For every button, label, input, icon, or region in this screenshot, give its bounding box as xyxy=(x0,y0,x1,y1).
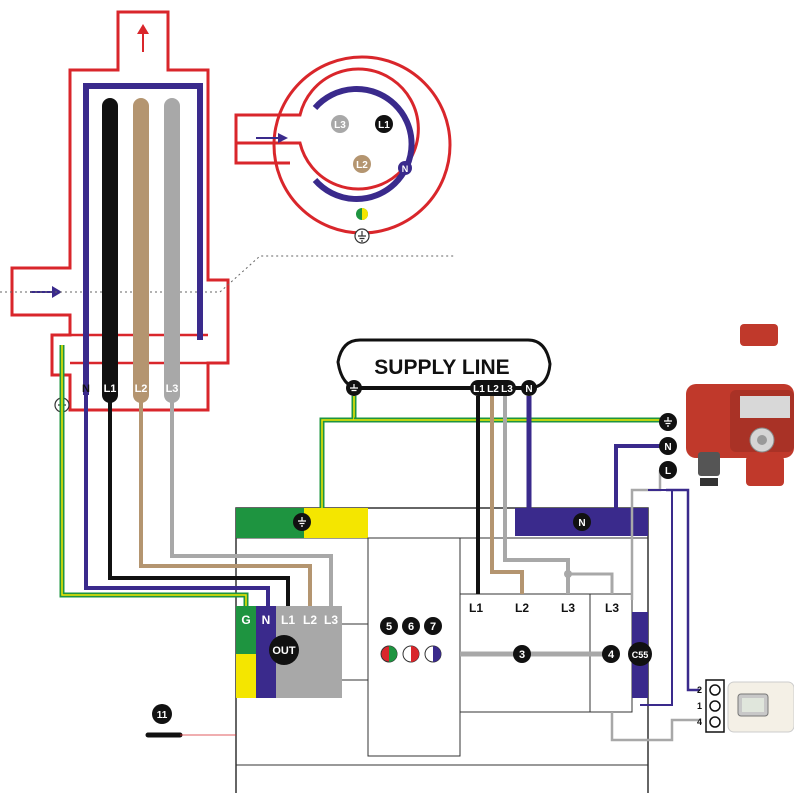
sensor-terminal-4: 4 xyxy=(697,717,702,727)
supply-line: SUPPLY LINE L1 L2 L3 N xyxy=(336,338,552,396)
heater-l1-label: L1 xyxy=(104,383,117,395)
heater-n-label: N xyxy=(82,383,90,395)
out-n-label: N xyxy=(262,613,271,627)
relay-indicator-icons xyxy=(380,645,442,663)
in-l2-label: L2 xyxy=(515,601,529,615)
supply-l1-label: L1 xyxy=(473,384,485,395)
head-l1-label: L1 xyxy=(378,120,390,131)
heater-l2-label: L2 xyxy=(135,383,148,395)
circulation-pump-image xyxy=(686,324,794,486)
heater-head: L3 L1 L2 N xyxy=(234,55,452,244)
out-l1-label: L1 xyxy=(281,613,295,627)
neutral-bar-label: N xyxy=(578,518,585,529)
pump-terminals: N L xyxy=(659,413,677,479)
item-11-label: 11 xyxy=(157,710,168,721)
supply-line-title: SUPPLY LINE xyxy=(374,356,509,379)
bridge-4-label: 4 xyxy=(608,649,615,661)
supply-l3-label: L3 xyxy=(501,384,513,395)
relay-6-label: 6 xyxy=(408,621,414,633)
room-sensor: 2 1 4 xyxy=(697,679,794,733)
controller-box: N G N L1 L2 L3 OUT 5 6 7 L1 xyxy=(145,507,652,793)
heater-l3-label: L3 xyxy=(166,383,179,395)
c55-label: C55 xyxy=(632,650,649,660)
supply-n-label: N xyxy=(525,384,532,395)
out-g-label: G xyxy=(241,613,250,627)
head-l2-label: L2 xyxy=(356,160,368,171)
in-l3b-label: L3 xyxy=(605,601,619,615)
sensor-terminal-2: 2 xyxy=(697,685,702,695)
head-earth-icon xyxy=(354,228,370,244)
out-label: OUT xyxy=(272,645,296,657)
supply-wires xyxy=(319,396,700,742)
out-l3-label: L3 xyxy=(324,613,338,627)
pump-n-label: N xyxy=(664,442,671,453)
in-l3-label: L3 xyxy=(561,601,575,615)
head-l3-label: L3 xyxy=(334,120,346,131)
heater-wires xyxy=(59,345,333,606)
relay-5-label: 5 xyxy=(386,621,392,633)
supply-l2-label: L2 xyxy=(487,384,499,395)
head-n-label: N xyxy=(402,164,409,174)
earth-bar xyxy=(236,508,304,538)
in-l1-label: L1 xyxy=(469,601,483,615)
bridge-3-label: 3 xyxy=(519,649,525,661)
relay-7-label: 7 xyxy=(430,621,436,633)
out-l2-label: L2 xyxy=(303,613,317,627)
sensor-terminal-1: 1 xyxy=(697,701,702,711)
pump-l-label: L xyxy=(665,466,671,477)
